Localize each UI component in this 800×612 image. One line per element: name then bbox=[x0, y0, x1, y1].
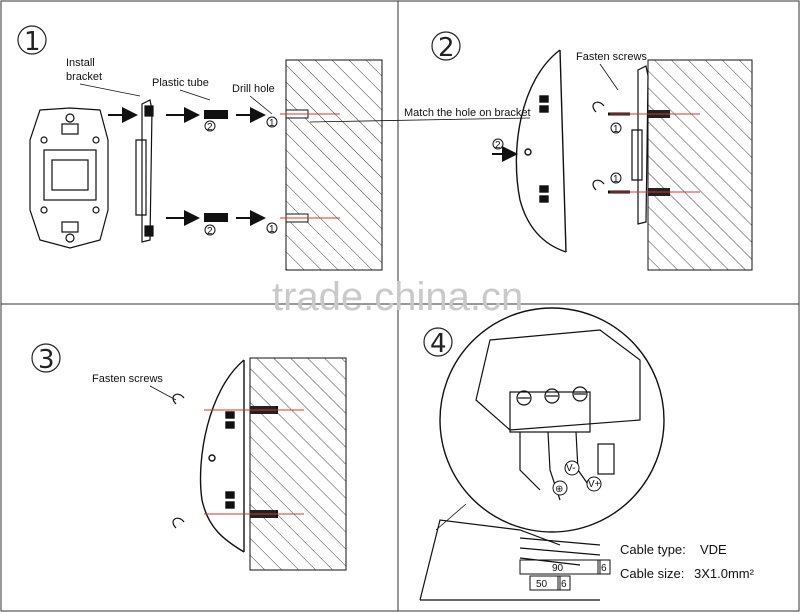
match-hole-leader bbox=[309, 117, 531, 123]
dim-6a: 6 bbox=[601, 563, 607, 574]
screw-turn-arrow-top-p3 bbox=[172, 393, 185, 405]
cable-dimensions: 90 6 50 6 bbox=[519, 559, 611, 591]
terminal-ground: ⊕ bbox=[555, 484, 563, 495]
step-4-circle bbox=[423, 327, 453, 357]
order-mark-1-bottom-text: 1 bbox=[269, 224, 275, 235]
bracket-side-view bbox=[135, 99, 154, 243]
order-mark-2-top-text: 2 bbox=[207, 122, 213, 133]
order-mark-2-p2-text: 2 bbox=[495, 140, 501, 151]
match-hole-label: Match the hole on bracket bbox=[404, 107, 531, 119]
step-1-circle bbox=[17, 25, 47, 55]
screw-turn-arrow-top bbox=[592, 101, 605, 113]
cable-illustration bbox=[419, 519, 601, 601]
step-3-number: 3 bbox=[38, 345, 55, 375]
bracket-on-wall bbox=[631, 65, 649, 225]
step-2-number: 2 bbox=[438, 33, 455, 63]
terminal-labels: ⊕ V- V+ bbox=[552, 460, 602, 496]
drill-hole-leader bbox=[249, 95, 273, 115]
dim-50: 50 bbox=[536, 579, 548, 590]
dim-6b: 6 bbox=[561, 579, 567, 590]
magnifier-leader bbox=[435, 503, 467, 531]
panel-step-1: 1 Install bracket Plastic tube Drill hol… bbox=[17, 25, 383, 271]
order-mark-1-top-text: 1 bbox=[269, 118, 275, 129]
cable-size-value: 3X1.0mm² bbox=[694, 566, 755, 581]
dim-90: 90 bbox=[552, 563, 564, 574]
step-1-number: 1 bbox=[24, 27, 41, 57]
screw-turn-arrow-bottom bbox=[592, 179, 605, 191]
device-mounted-side-view bbox=[199, 359, 245, 553]
plastic-tube-label: Plastic tube bbox=[152, 77, 209, 89]
plastic-tube-leader bbox=[179, 89, 211, 101]
cable-type-value: VDE bbox=[700, 542, 727, 557]
watermark: trade.china.cn bbox=[272, 275, 523, 319]
install-bracket-label-line1: Install bbox=[66, 57, 95, 69]
device-side-view bbox=[515, 49, 567, 253]
order-mark-1-p2-bottom-text: 1 bbox=[613, 174, 619, 185]
step-4-number: 4 bbox=[430, 329, 447, 359]
terminal-vplus: V+ bbox=[588, 479, 601, 490]
order-mark-1-bottom bbox=[266, 222, 278, 234]
terminal-vminus: V- bbox=[566, 463, 575, 474]
order-mark-1-p2-bottom bbox=[610, 172, 622, 184]
cable-type-label: Cable type: bbox=[620, 542, 686, 557]
order-mark-1-p2-top bbox=[610, 122, 622, 134]
terminal-block bbox=[475, 329, 641, 501]
fasten-screws-leader-2 bbox=[599, 63, 619, 91]
fasten-screws-label-3: Fasten screws bbox=[92, 373, 163, 385]
panel-step-3: 3 Fasten screws bbox=[31, 343, 347, 571]
fasten-screws-label-2: Fasten screws bbox=[576, 51, 647, 63]
screw-turn-arrow-bottom-p3 bbox=[172, 517, 185, 529]
order-mark-1-p2-top-text: 1 bbox=[613, 124, 619, 135]
order-mark-1-top bbox=[266, 116, 278, 128]
order-mark-2-bottom-text: 2 bbox=[207, 226, 213, 237]
wall-panel-3 bbox=[249, 357, 347, 571]
drill-hole-label: Drill hole bbox=[232, 83, 275, 95]
wall-panel-1 bbox=[285, 59, 383, 271]
order-mark-2-bottom bbox=[204, 224, 216, 236]
bracket-front-view bbox=[29, 107, 109, 249]
order-mark-2-top bbox=[204, 120, 216, 132]
step-3-circle bbox=[31, 343, 61, 373]
step-2-circle bbox=[431, 31, 461, 61]
fasten-screws-leader-3 bbox=[149, 385, 177, 401]
plastic-tube-top bbox=[204, 110, 228, 119]
magnifier-circle bbox=[439, 307, 665, 533]
cable-size-label: Cable size: bbox=[620, 566, 684, 581]
panel-step-2: 2 Match the hole on bracket Fasten screw… bbox=[309, 31, 753, 271]
order-mark-2-p2 bbox=[492, 138, 504, 150]
install-bracket-leader bbox=[79, 83, 141, 97]
plastic-tube-bottom bbox=[204, 213, 228, 222]
panel-step-4: 4 ⊕ V- V+ bbox=[419, 307, 755, 601]
wall-panel-2 bbox=[647, 59, 753, 271]
install-bracket-label-line2: bracket bbox=[66, 71, 102, 83]
